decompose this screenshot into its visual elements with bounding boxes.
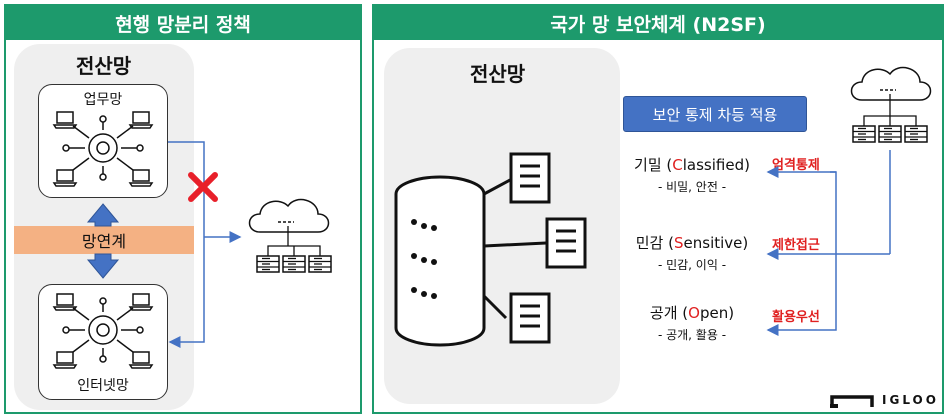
level-open: 공개 (Open) - 공개, 활용 - [620,302,764,343]
internet-network-label: 인터넷망 [77,378,129,394]
igloo-logo: IGLOO [830,392,939,408]
level-open-name: 공개 (Open) [649,304,735,322]
network-link-label: 망연계 [81,232,127,251]
differential-control-badge: 보안 통제 차등 적용 [623,96,807,132]
level-sensitive-sub: - 민감, 이익 - [657,258,727,272]
business-network-label: 업무망 [83,92,123,108]
right-network-box [384,48,620,404]
internet-network-zone: 인터넷망 [38,284,168,400]
network-link-bar: 망연계 [14,226,194,254]
igloo-logo-text: IGLOO [882,393,939,407]
left-network-title: 전산망 [76,54,132,78]
control-strict: 엄격통제 [772,158,820,173]
n2sf-title: 국가 망 보안체계 (N2SF) [374,6,942,40]
level-classified-sub: - 비밀, 안전 - [657,180,727,194]
business-network-zone: 업무망 [38,84,168,198]
level-sensitive-name: 민감 (Sensitive) [635,234,749,252]
level-classified-name: 기밀 (Classified) [634,156,750,174]
control-restricted: 제한접근 [772,238,820,253]
current-policy-title: 현행 망분리 정책 [6,6,360,40]
level-sensitive: 민감 (Sensitive) - 민감, 이익 - [620,232,764,273]
igloo-mark-icon [830,395,874,408]
control-utilization: 활용우선 [772,310,820,325]
level-classified: 기밀 (Classified) - 비밀, 안전 - [620,154,764,195]
right-network-title: 전산망 [470,62,526,86]
level-open-sub: - 공개, 활용 - [657,328,727,342]
